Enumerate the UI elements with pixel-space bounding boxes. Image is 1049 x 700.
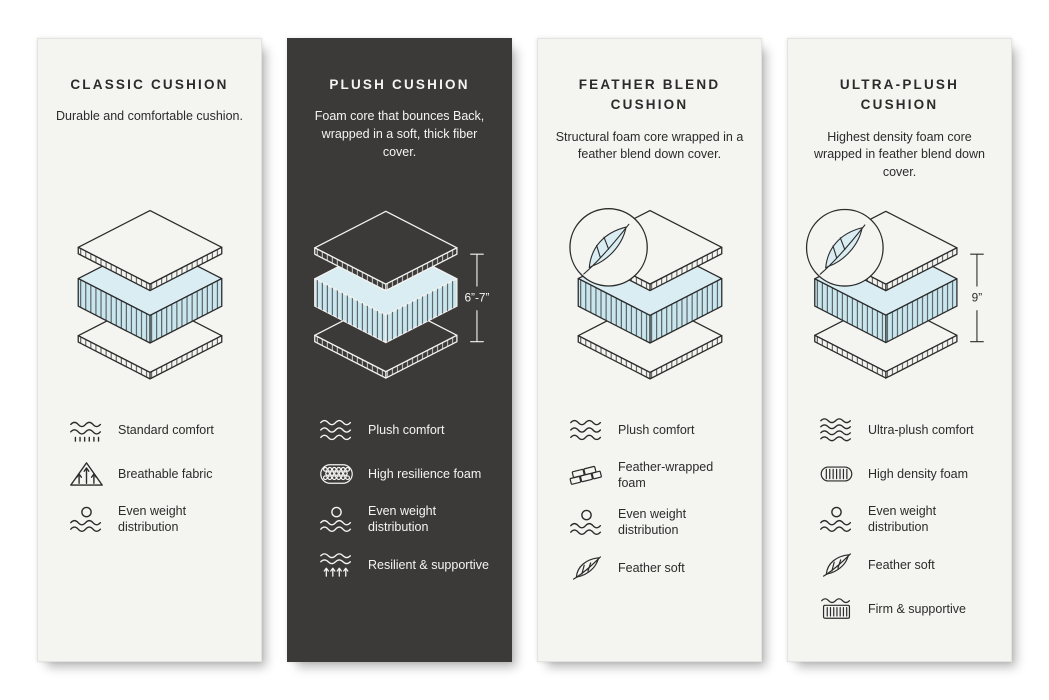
card-feather-blend-cushion: FEATHER BLEND CUSHION Structural foam co… [537,38,762,662]
feature-label: Even weight distribution [618,507,687,537]
feature-list: Plush comfort High resilience foam Even … [302,415,497,579]
feature-list: Ultra-plush comfort High density foam Ev… [802,415,997,623]
cushion-diagram-svg [568,208,722,380]
card-ultra-plush-cushion: ULTRA-PLUSH CUSHION Highest density foam… [787,38,1012,662]
feature-label: Firm & supportive [868,601,966,616]
height-dimension-label: 9” [972,291,983,305]
cushion-diagram [52,205,247,389]
feature-item: Even weight distribution [818,503,995,535]
card-title: PLUSH CUSHION [329,77,470,92]
cushion-diagram-svg [77,209,222,380]
feature-label: Even weight distribution [118,504,187,534]
height-dimension-label: 6”-7” [464,291,489,305]
even-weight-icon [68,505,105,533]
feature-label: Even weight distribution [368,504,437,534]
card-header: FEATHER BLEND CUSHION Structural foam co… [552,69,747,187]
card-title: FEATHER BLEND CUSHION [578,77,721,113]
high-density-foam-icon [818,460,855,488]
feather-soft-icon [568,554,605,582]
cushion-top-layer [77,209,222,292]
firm-supportive-icon [818,595,855,623]
plush-comfort-icon [568,416,605,444]
standard-comfort-icon [68,416,105,444]
cushion-diagram: 9” [802,205,997,389]
card-header: ULTRA-PLUSH CUSHION Highest density foam… [802,69,997,187]
feature-label: Feather-wrapped foam [618,460,714,490]
feature-label: Standard comfort [118,422,214,437]
card-description: Foam core that bounces Back, wrapped in … [314,109,485,159]
feature-label: Feather soft [618,560,685,575]
cushion-diagram-svg: 6”-7” [314,210,489,379]
even-weight-icon [568,508,605,536]
feature-item: High density foam [818,459,995,488]
feather-wrapped-foam-icon [568,461,605,489]
feature-item: Resilient & supportive [318,550,495,579]
feature-item: Firm & supportive [818,594,995,623]
feature-item: Feather-wrapped foam [568,459,745,491]
card-header: CLASSIC CUSHION Durable and comfortable … [56,69,243,187]
feature-item: Standard comfort [68,415,245,444]
feature-item: Plush comfort [318,415,495,444]
even-weight-icon [818,505,855,533]
feature-label: Breathable fabric [118,466,213,481]
feature-label: Resilient & supportive [368,557,489,572]
feature-item: Even weight distribution [318,503,495,535]
feature-item: Breathable fabric [68,459,245,488]
feature-list: Plush comfort Feather-wrapped foam Even … [552,415,747,582]
high-resilience-foam-icon [318,460,355,488]
feature-label: Plush comfort [618,422,695,437]
cushion-diagram: 6”-7” [302,205,497,389]
card-title: CLASSIC CUSHION [70,77,229,92]
even-weight-icon [318,505,355,533]
breathable-fabric-icon [68,460,105,488]
feature-item: Feather soft [568,553,745,582]
feature-item: Ultra-plush comfort [818,415,995,444]
feature-item: Even weight distribution [568,506,745,538]
feature-label: Feather soft [868,557,935,572]
feature-label: High density foam [868,466,969,481]
feature-label: Ultra-plush comfort [868,422,974,437]
feature-item: Plush comfort [568,415,745,444]
card-title: ULTRA-PLUSH CUSHION [839,77,960,113]
height-dimension: 6”-7” [464,253,489,343]
feature-label: Even weight distribution [868,504,937,534]
ultra-plush-comfort-icon [818,416,855,444]
card-description: Durable and comfortable cushion. [56,109,243,124]
feather-badge [568,208,648,287]
height-dimension: 9” [970,253,984,343]
card-description: Highest density foam core wrapped in fea… [814,129,985,180]
feather-soft-icon [818,551,855,579]
feature-label: Plush comfort [368,422,445,437]
card-description: Structural foam core wrapped in a feathe… [555,129,744,162]
feature-list: Standard comfort Breathable fabric Even … [52,415,247,535]
cushion-diagram [552,205,747,389]
feather-badge [805,208,884,287]
cushion-top-layer [314,210,458,292]
card-plush-cushion: PLUSH CUSHION Foam core that bounces Bac… [287,38,512,662]
resilient-supportive-icon [318,551,355,579]
feature-item: Even weight distribution [68,503,245,535]
feature-item: High resilience foam [318,459,495,488]
feature-item: Feather soft [818,550,995,579]
card-classic-cushion: CLASSIC CUSHION Durable and comfortable … [37,38,262,662]
cushion-diagram-svg: 9” [805,208,984,379]
feature-label: High resilience foam [368,466,482,481]
plush-comfort-icon [318,416,355,444]
card-header: PLUSH CUSHION Foam core that bounces Bac… [306,69,494,187]
